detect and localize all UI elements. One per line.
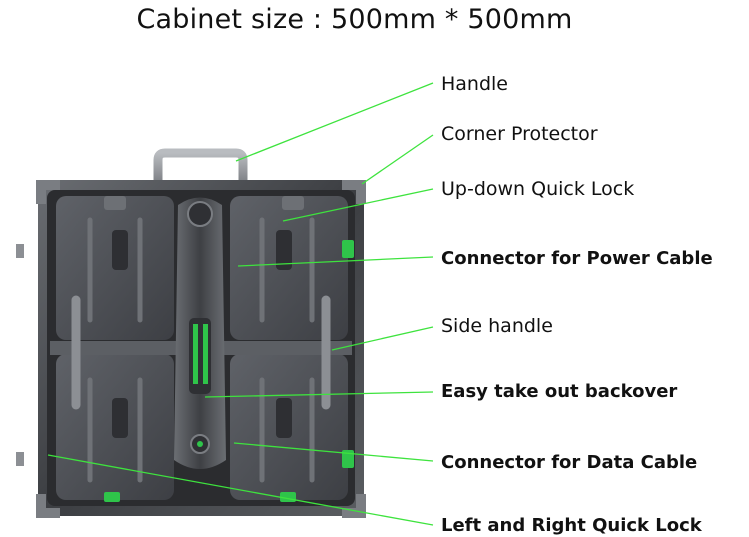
label-corner-protector: Corner Protector xyxy=(441,123,598,145)
leader-side-handle xyxy=(331,326,434,351)
leader-corner-protector xyxy=(361,134,434,185)
label-connector-data-cable: Connector for Data Cable xyxy=(441,452,697,473)
leader-handle xyxy=(235,82,434,162)
label-side-handle: Side handle xyxy=(441,315,553,337)
label-handle: Handle xyxy=(441,73,508,95)
callout-labels: Handle Corner Protector Up-down Quick Lo… xyxy=(441,73,713,536)
label-up-down-quick-lock: Up-down Quick Lock xyxy=(441,178,634,200)
leader-connector-power-cable xyxy=(237,256,434,267)
leader-lines xyxy=(47,82,434,526)
label-easy-take-out-backover: Easy take out backover xyxy=(441,381,677,402)
label-left-right-quick-lock: Left and Right Quick Lock xyxy=(441,515,703,536)
leader-connector-data-cable xyxy=(233,442,434,462)
power-connector xyxy=(342,240,354,258)
top-handle xyxy=(153,148,248,190)
data-connector xyxy=(342,450,354,468)
leader-up-down-quick-lock xyxy=(282,188,434,222)
cabinet xyxy=(16,148,366,518)
leader-easy-take-out-backover xyxy=(204,391,434,398)
label-connector-power-cable: Connector for Power Cable xyxy=(441,248,713,269)
diagram-title: Cabinet size : 500mm * 500mm xyxy=(136,4,573,35)
leader-left-right-quick-lock xyxy=(47,454,434,526)
